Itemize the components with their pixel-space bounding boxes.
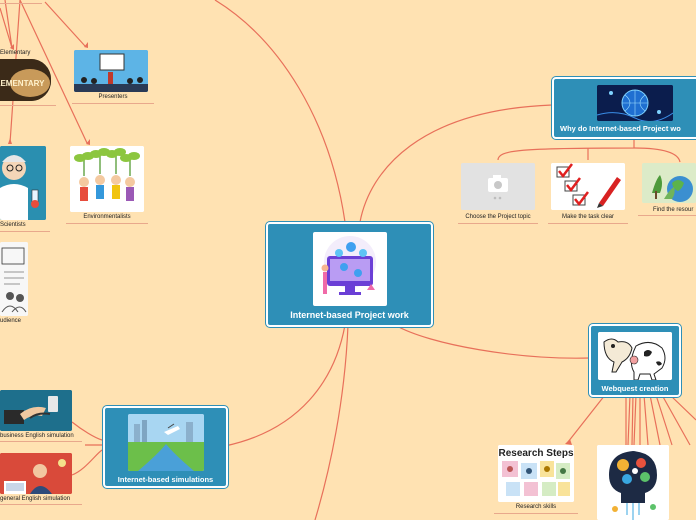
- elementary-image-text: LEMENTARY: [0, 79, 45, 88]
- link-why-children: [497, 138, 681, 163]
- general-sim-label: general English simulation: [0, 496, 71, 502]
- presenters-label: Presenters: [98, 94, 128, 100]
- environmentalists-underline: [66, 223, 148, 224]
- link-roles: [0, 0, 88, 144]
- why-image: [597, 85, 673, 121]
- link-webquest-children: [567, 394, 696, 446]
- top-left-partial-node[interactable]: [0, 0, 42, 4]
- make-task-image: [551, 163, 625, 210]
- webquest-topic[interactable]: Webquest creation: [589, 324, 681, 397]
- make-task-label: Make the task clear: [561, 214, 615, 220]
- central-topic[interactable]: Internet-based Project work: [266, 222, 433, 327]
- choose-topic-label: Choose the Project topic: [465, 214, 531, 220]
- link-sim-children: [71, 421, 103, 476]
- environmentalists-label: Environmentalists: [83, 214, 131, 220]
- general-sim-underline: [0, 504, 82, 505]
- presenters-underline: [72, 103, 154, 104]
- subtopic-brain-image[interactable]: [594, 444, 672, 520]
- research-steps-text: Research Steps: [498, 448, 573, 459]
- subtopic-make-task-clear[interactable]: Make the task clear: [548, 160, 628, 224]
- webquest-image: [598, 332, 672, 380]
- simulations-topic-label: Internet-based simulations: [117, 475, 214, 484]
- research-skills-underline: [494, 513, 578, 514]
- link-center-webquest: [394, 324, 591, 359]
- audience-image: [0, 242, 28, 316]
- subtopic-choose-topic[interactable]: Choose the Project topic: [458, 160, 538, 224]
- make-task-underline: [548, 223, 628, 224]
- subtopic-find-resources[interactable]: Find the resour: [638, 160, 696, 216]
- subtopic-elementary[interactable]: Elementary LEMENTARY: [0, 48, 56, 106]
- elementary-image: LEMENTARY: [0, 59, 51, 101]
- subtopic-environmentalists[interactable]: Environmentalists: [66, 144, 148, 224]
- business-sim-label: business English simulation: [0, 433, 74, 439]
- environmentalists-image: [70, 146, 144, 212]
- find-resources-image: [642, 163, 696, 203]
- subtopic-research-skills[interactable]: Research Steps Research skills: [494, 442, 578, 514]
- subtopic-audience[interactable]: udience: [0, 240, 32, 328]
- research-skills-image: Research Steps: [498, 445, 574, 502]
- elementary-underline: [0, 105, 56, 106]
- central-topic-label: Internet-based Project work: [290, 310, 409, 320]
- link-center-why: [359, 104, 553, 223]
- general-sim-image: [0, 453, 72, 494]
- central-image: [313, 232, 387, 306]
- elementary-label: Elementary: [0, 50, 31, 56]
- research-skills-label: Research skills: [515, 504, 557, 510]
- business-sim-underline: [0, 441, 82, 442]
- scientists-image: [0, 146, 46, 220]
- choose-topic-image: [461, 163, 535, 210]
- link-center-top: [214, 0, 346, 223]
- presenters-image: [74, 50, 148, 92]
- simulations-topic[interactable]: Internet-based simulations: [103, 406, 228, 488]
- subtopic-presenters[interactable]: Presenters: [72, 48, 154, 104]
- scientists-underline: [0, 231, 50, 232]
- business-sim-image: [0, 390, 72, 431]
- subtopic-business-simulation[interactable]: business English simulation: [0, 388, 82, 442]
- why-topic[interactable]: Why do Internet-based Project wo: [552, 77, 696, 139]
- subtopic-general-simulation[interactable]: general English simulation: [0, 451, 82, 505]
- subtopic-scientists[interactable]: Scientists: [0, 144, 50, 232]
- audience-label: udience: [0, 318, 22, 324]
- link-center-bottom: [314, 324, 349, 520]
- why-topic-label: Why do Internet-based Project wo: [560, 124, 681, 133]
- scientists-label: Scientists: [0, 222, 26, 228]
- find-resources-label: Find the resour: [653, 207, 694, 213]
- brain-gears-image: [597, 445, 669, 520]
- webquest-topic-label: Webquest creation: [601, 384, 669, 393]
- find-resources-underline: [638, 215, 696, 216]
- link-center-simulations: [224, 324, 346, 447]
- choose-topic-underline: [458, 223, 538, 224]
- simulations-image: [128, 414, 204, 471]
